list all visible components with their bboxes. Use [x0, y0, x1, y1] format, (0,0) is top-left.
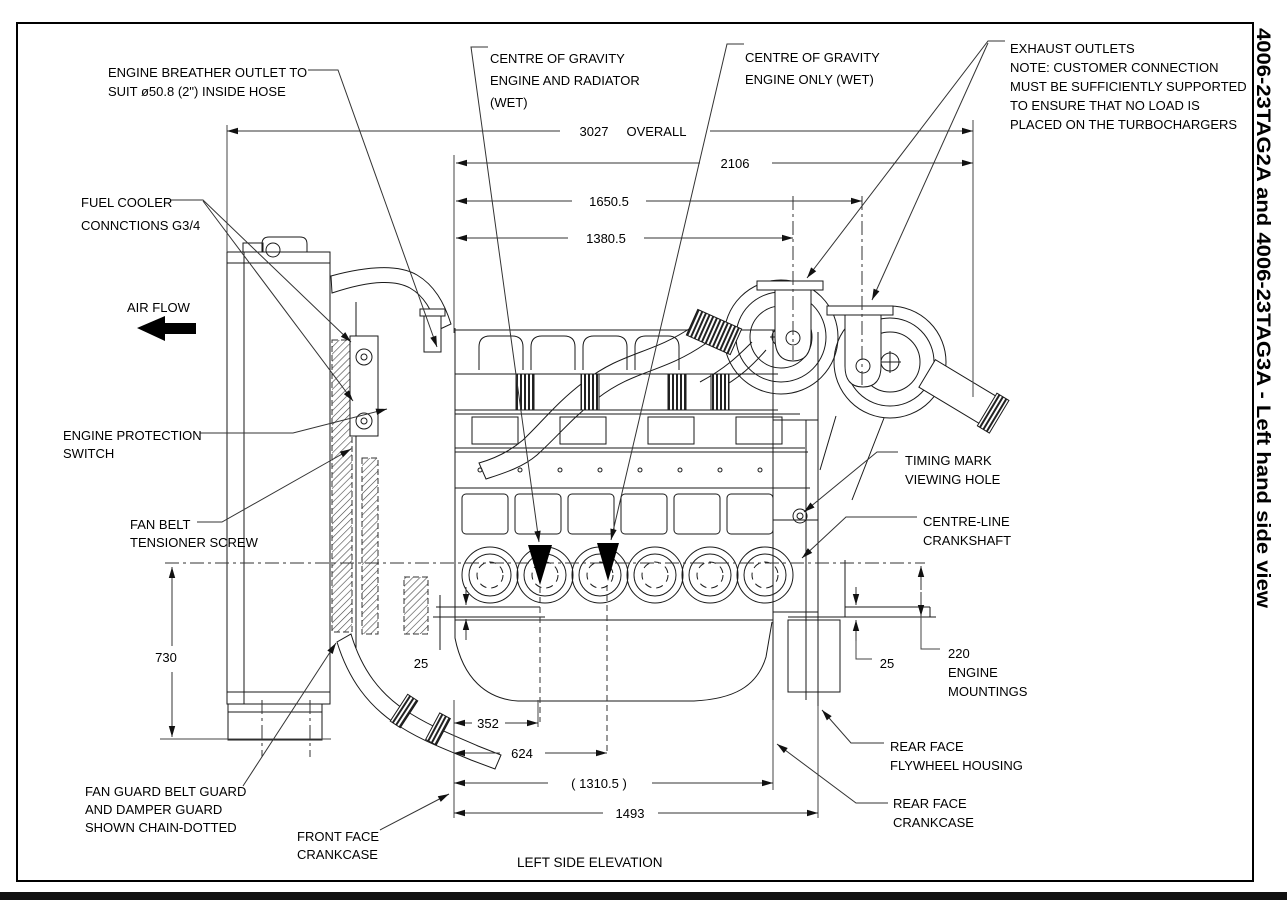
- label-cog-engine-only: CENTRE OF GRAVITY: [745, 50, 880, 65]
- leader-engine-protection-switch: [200, 408, 388, 434]
- label-rear-face-crankcase: REAR FACE: [893, 796, 967, 811]
- label-rear-face-crankcase: CRANKCASE: [893, 815, 974, 830]
- callout-labels: ENGINE BREATHER OUTLET TO SUIT ø50.8 (2"…: [63, 41, 1247, 862]
- label-fuel-cooler: FUEL COOLER: [81, 195, 172, 210]
- label-engine-mountings: ENGINE: [948, 665, 998, 680]
- radiator: [226, 236, 331, 741]
- dimension-lines: [168, 127, 973, 817]
- label-breather: ENGINE BREATHER OUTLET TO: [108, 65, 307, 80]
- exhaust-outlet-flange-2: [826, 305, 894, 316]
- dim-1310-5: ( 1310.5 ): [571, 776, 627, 791]
- leader-timing-mark: [803, 451, 898, 513]
- label-exhaust-outlets: PLACED ON THE TURBOCHARGERS: [1010, 117, 1237, 132]
- label-front-face-crankcase: CRANKCASE: [297, 847, 378, 862]
- label-air-flow: AIR FLOW: [127, 300, 191, 315]
- cog-marker-engine-radiator: [528, 545, 552, 585]
- dim-2106: 2106: [721, 156, 750, 171]
- label-fan-guard: AND DAMPER GUARD: [85, 802, 222, 817]
- label-centre-line-crankshaft: CENTRE-LINE: [923, 514, 1010, 529]
- leader-cog-engine-radiator: [470, 46, 541, 543]
- dim-352: 352: [477, 716, 499, 731]
- label-timing-mark: TIMING MARK: [905, 453, 992, 468]
- dim-730: 730: [155, 650, 177, 665]
- label-engine-mountings: MOUNTINGS: [948, 684, 1028, 699]
- turbochargers: [685, 279, 1010, 501]
- bottom-bar: [0, 892, 1287, 900]
- dim-624: 624: [511, 746, 533, 761]
- label-exhaust-outlets: TO ENSURE THAT NO LOAD IS: [1010, 98, 1200, 113]
- exhaust-outlet-flange-1: [756, 280, 824, 291]
- leader-exhaust-outlet-2: [871, 42, 989, 301]
- leader-rear-face-crankcase: [776, 743, 888, 804]
- cog-marker-engine-only: [597, 543, 619, 581]
- dim-1650-5: 1650.5: [589, 194, 629, 209]
- label-rear-face-flywheel: FLYWHEEL HOUSING: [890, 758, 1023, 773]
- label-cog-engine-radiator: (WET): [490, 95, 528, 110]
- leader-front-face-crankcase: [379, 793, 450, 831]
- dim-1493: 1493: [616, 806, 645, 821]
- hose-clamp: [424, 712, 452, 746]
- label-engine-protection: SWITCH: [63, 446, 114, 461]
- flywheel-housing: [772, 330, 936, 706]
- leader-fan-belt-tensioner: [197, 448, 352, 523]
- centre-lines: [165, 196, 925, 757]
- label-fan-belt-tensioner: FAN BELT: [130, 517, 191, 532]
- belt-guard-hatch: [331, 339, 353, 633]
- label-breather: SUIT ø50.8 (2") INSIDE HOSE: [108, 84, 286, 99]
- fan-guards: [331, 302, 429, 650]
- view-caption: LEFT SIDE ELEVATION: [517, 855, 663, 870]
- oil-sump: [454, 621, 773, 702]
- leader-centre-line-crankshaft: [801, 516, 917, 559]
- leader-fuel-cooler-1: [171, 199, 352, 343]
- label-fan-belt-tensioner: TENSIONER SCREW: [130, 535, 259, 550]
- label-fan-guard: FAN GUARD BELT GUARD: [85, 784, 246, 799]
- label-cog-engine-radiator: CENTRE OF GRAVITY: [490, 51, 625, 66]
- label-cog-engine-radiator: ENGINE AND RADIATOR: [490, 73, 640, 88]
- fuel-cooler-connection-lower: [360, 417, 368, 425]
- label-engine-protection: ENGINE PROTECTION: [63, 428, 202, 443]
- leader-exhaust-outlet-1: [806, 40, 1005, 279]
- air-flow-arrow-icon: [137, 316, 196, 341]
- leader-breather: [308, 69, 438, 348]
- label-centre-line-crankshaft: CRANKSHAFT: [923, 533, 1011, 548]
- dim-25-rear: 25: [880, 656, 894, 671]
- exhaust-outlet-stub-2: [844, 314, 882, 388]
- inlet-bellows: [685, 308, 743, 356]
- dim-1380-5: 1380.5: [586, 231, 626, 246]
- fuel-cooler-connection-upper: [360, 353, 368, 361]
- label-cog-engine-only: ENGINE ONLY (WET): [745, 72, 874, 87]
- label-rear-face-flywheel: REAR FACE: [890, 739, 964, 754]
- hose-clamp: [389, 693, 419, 729]
- damper-guard-hatch: [403, 576, 429, 635]
- timing-mark-viewing-hole: [792, 508, 808, 524]
- label-fuel-cooler: CONNCTIONS G3/4: [81, 218, 200, 233]
- label-exhaust-outlets: NOTE: CUSTOMER CONNECTION: [1010, 60, 1219, 75]
- fan-guard-hatch: [361, 457, 379, 635]
- label-front-face-crankcase: FRONT FACE: [297, 829, 379, 844]
- label-exhaust-outlets: MUST BE SUFFICIENTLY SUPPORTED: [1010, 79, 1247, 94]
- leader-cog-engine-only: [610, 43, 744, 541]
- label-exhaust-outlets: EXHAUST OUTLETS: [1010, 41, 1135, 56]
- label-timing-mark: VIEWING HOLE: [905, 472, 1001, 487]
- dim-25-front: 25: [414, 656, 428, 671]
- leader-fuel-cooler-2: [202, 200, 354, 402]
- leader-fan-guard: [242, 642, 337, 787]
- leader-rear-face-flywheel: [821, 709, 884, 744]
- leader-lines: [137, 40, 1005, 831]
- label-engine-mountings: 220: [948, 646, 970, 661]
- sheet-title: 4006-23TAG2A and 4006-23TAG3A - Left han…: [1252, 28, 1273, 608]
- label-fan-guard: SHOWN CHAIN-DOTTED: [85, 820, 237, 835]
- lower-radiator-hose: [336, 633, 502, 770]
